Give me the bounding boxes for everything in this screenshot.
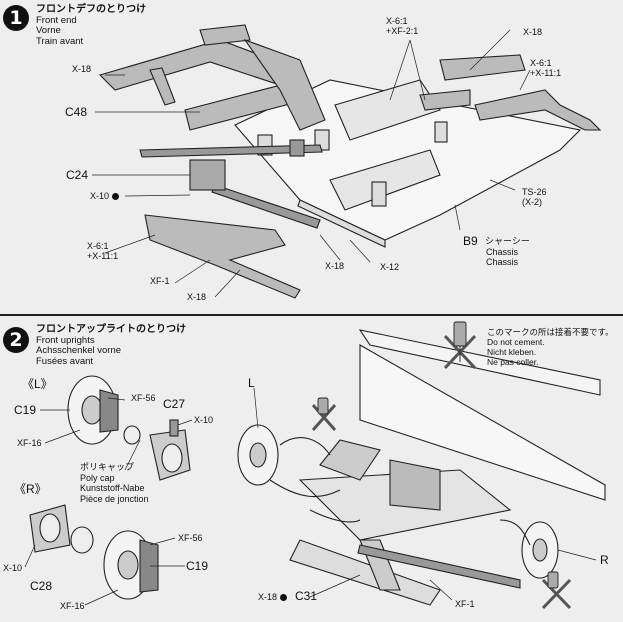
- front-frame-c48-drawing: [98, 24, 326, 131]
- step2-leader-lines-right: [253, 387, 597, 601]
- part-label-x6-left: X-6:1 +X-11:1: [87, 241, 119, 261]
- right-side-marker: 《R》: [14, 482, 47, 496]
- assembly-marker-r: R: [600, 553, 609, 567]
- part-label-b9: B9: [463, 234, 478, 248]
- x18-text: X-18: [258, 592, 278, 602]
- chassis-assembly-drawing: [237, 329, 606, 606]
- part-label-x10-upright: X-10: [194, 415, 214, 425]
- x10-text: X-10: [90, 191, 110, 201]
- part-label-xf1-s2: XF-1: [455, 599, 475, 609]
- part-label-b9-en: Chassis: [486, 247, 519, 257]
- left-side-marker: 《L》: [22, 377, 53, 391]
- part-label-x10: X-10: [90, 191, 121, 201]
- part-label-x12: X-12: [380, 262, 400, 272]
- step2-leader-lines-left: [24, 397, 193, 606]
- glue-bottle-icon: [317, 321, 559, 589]
- upright-c27-drawing: [123, 419, 191, 481]
- step-number-2: 2: [3, 327, 29, 353]
- step2-title-en: Front uprights: [36, 334, 95, 346]
- part-label-c28: C28: [30, 579, 53, 593]
- part-label-xf16-right: XF-16: [60, 601, 85, 611]
- part-label-c19-left: C19: [14, 403, 37, 417]
- part-label-x18-s2: X-18: [258, 592, 289, 602]
- step1-title-en: Front end: [36, 14, 77, 26]
- step-divider: [0, 314, 623, 316]
- step1-title: フロントデフのとりつけ Front end Vorne Train avant: [36, 4, 147, 47]
- assembly-marker-l: L: [248, 376, 255, 390]
- step1-title-de: Vorne: [36, 25, 61, 36]
- right-arm-drawing: [419, 54, 602, 131]
- part-label-c27: C27: [163, 397, 186, 411]
- step2-title-jp: フロントアップライトのとりつけ: [36, 324, 187, 335]
- step1-leader-lines: [92, 29, 531, 298]
- brake-disc-left-drawing: [67, 375, 119, 445]
- polycap-en: Poly cap: [80, 472, 115, 483]
- step2-title-de: Achsschenkel vorne: [36, 345, 122, 356]
- note-de: Nicht kleben.: [487, 347, 537, 357]
- step-number-1: 1: [3, 5, 29, 31]
- part-label-x18-bottom: X-18: [187, 292, 207, 302]
- part-label-x6-top: X-6:1 +XF-2:1: [386, 16, 419, 36]
- step1-title-fr: Train avant: [36, 35, 84, 47]
- step2-title: フロントアップライトのとりつけ Front uprights Achsschen…: [36, 324, 187, 367]
- polycap-jp: ポリキャップ: [80, 462, 135, 472]
- note-en: Do not cement.: [487, 337, 545, 347]
- part-label-x18-mid: X-18: [325, 261, 345, 271]
- part-label-c48: C48: [65, 105, 88, 119]
- part-label-c24: C24: [66, 168, 89, 182]
- part-label-c31: C31: [295, 589, 318, 603]
- upright-c28-drawing: [29, 504, 94, 554]
- lower-arm-drawing: [144, 214, 301, 299]
- screw-bullet-icon: [279, 594, 287, 602]
- part-label-x6-right: X-6:1 +X-11:1: [530, 58, 562, 78]
- part-label-xf56-right: XF-56: [178, 533, 203, 543]
- part-label-xf56-left: XF-56: [131, 393, 156, 403]
- part-label-ts26: TS-26 (X-2): [522, 187, 547, 207]
- part-label-c19-right: C19: [186, 559, 209, 573]
- note-fr: Ne pas coller.: [487, 357, 539, 367]
- part-label-x18-topright: X-18: [523, 27, 543, 37]
- do-not-cement-note: このマークの所は接着不要です。 Do not cement. Nicht kle…: [487, 327, 614, 367]
- step1-title-jp: フロントデフのとりつけ: [36, 4, 147, 15]
- part-label-xf1: XF-1: [150, 276, 170, 286]
- screw-bullet-icon: [111, 193, 119, 201]
- part-label-b9-de: Chassis: [486, 257, 519, 267]
- part-label-xf16-left: XF-16: [17, 438, 42, 448]
- note-jp: このマークの所は接着不要です。: [487, 327, 614, 337]
- polycap-de: Kunststoff-Nabe: [80, 483, 145, 493]
- step2-title-fr: Fusées avant: [36, 355, 94, 367]
- polycap-label: ポリキャップ Poly cap Kunststoff-Nabe Pièce de…: [80, 462, 149, 504]
- brake-disc-right-drawing: [103, 530, 159, 600]
- polycap-fr: Pièce de jonction: [80, 493, 149, 504]
- part-label-b9-jp: シャーシー: [485, 236, 530, 246]
- part-label-x18-topleft: X-18: [72, 64, 92, 74]
- part-label-x10-r: X-10: [3, 563, 23, 573]
